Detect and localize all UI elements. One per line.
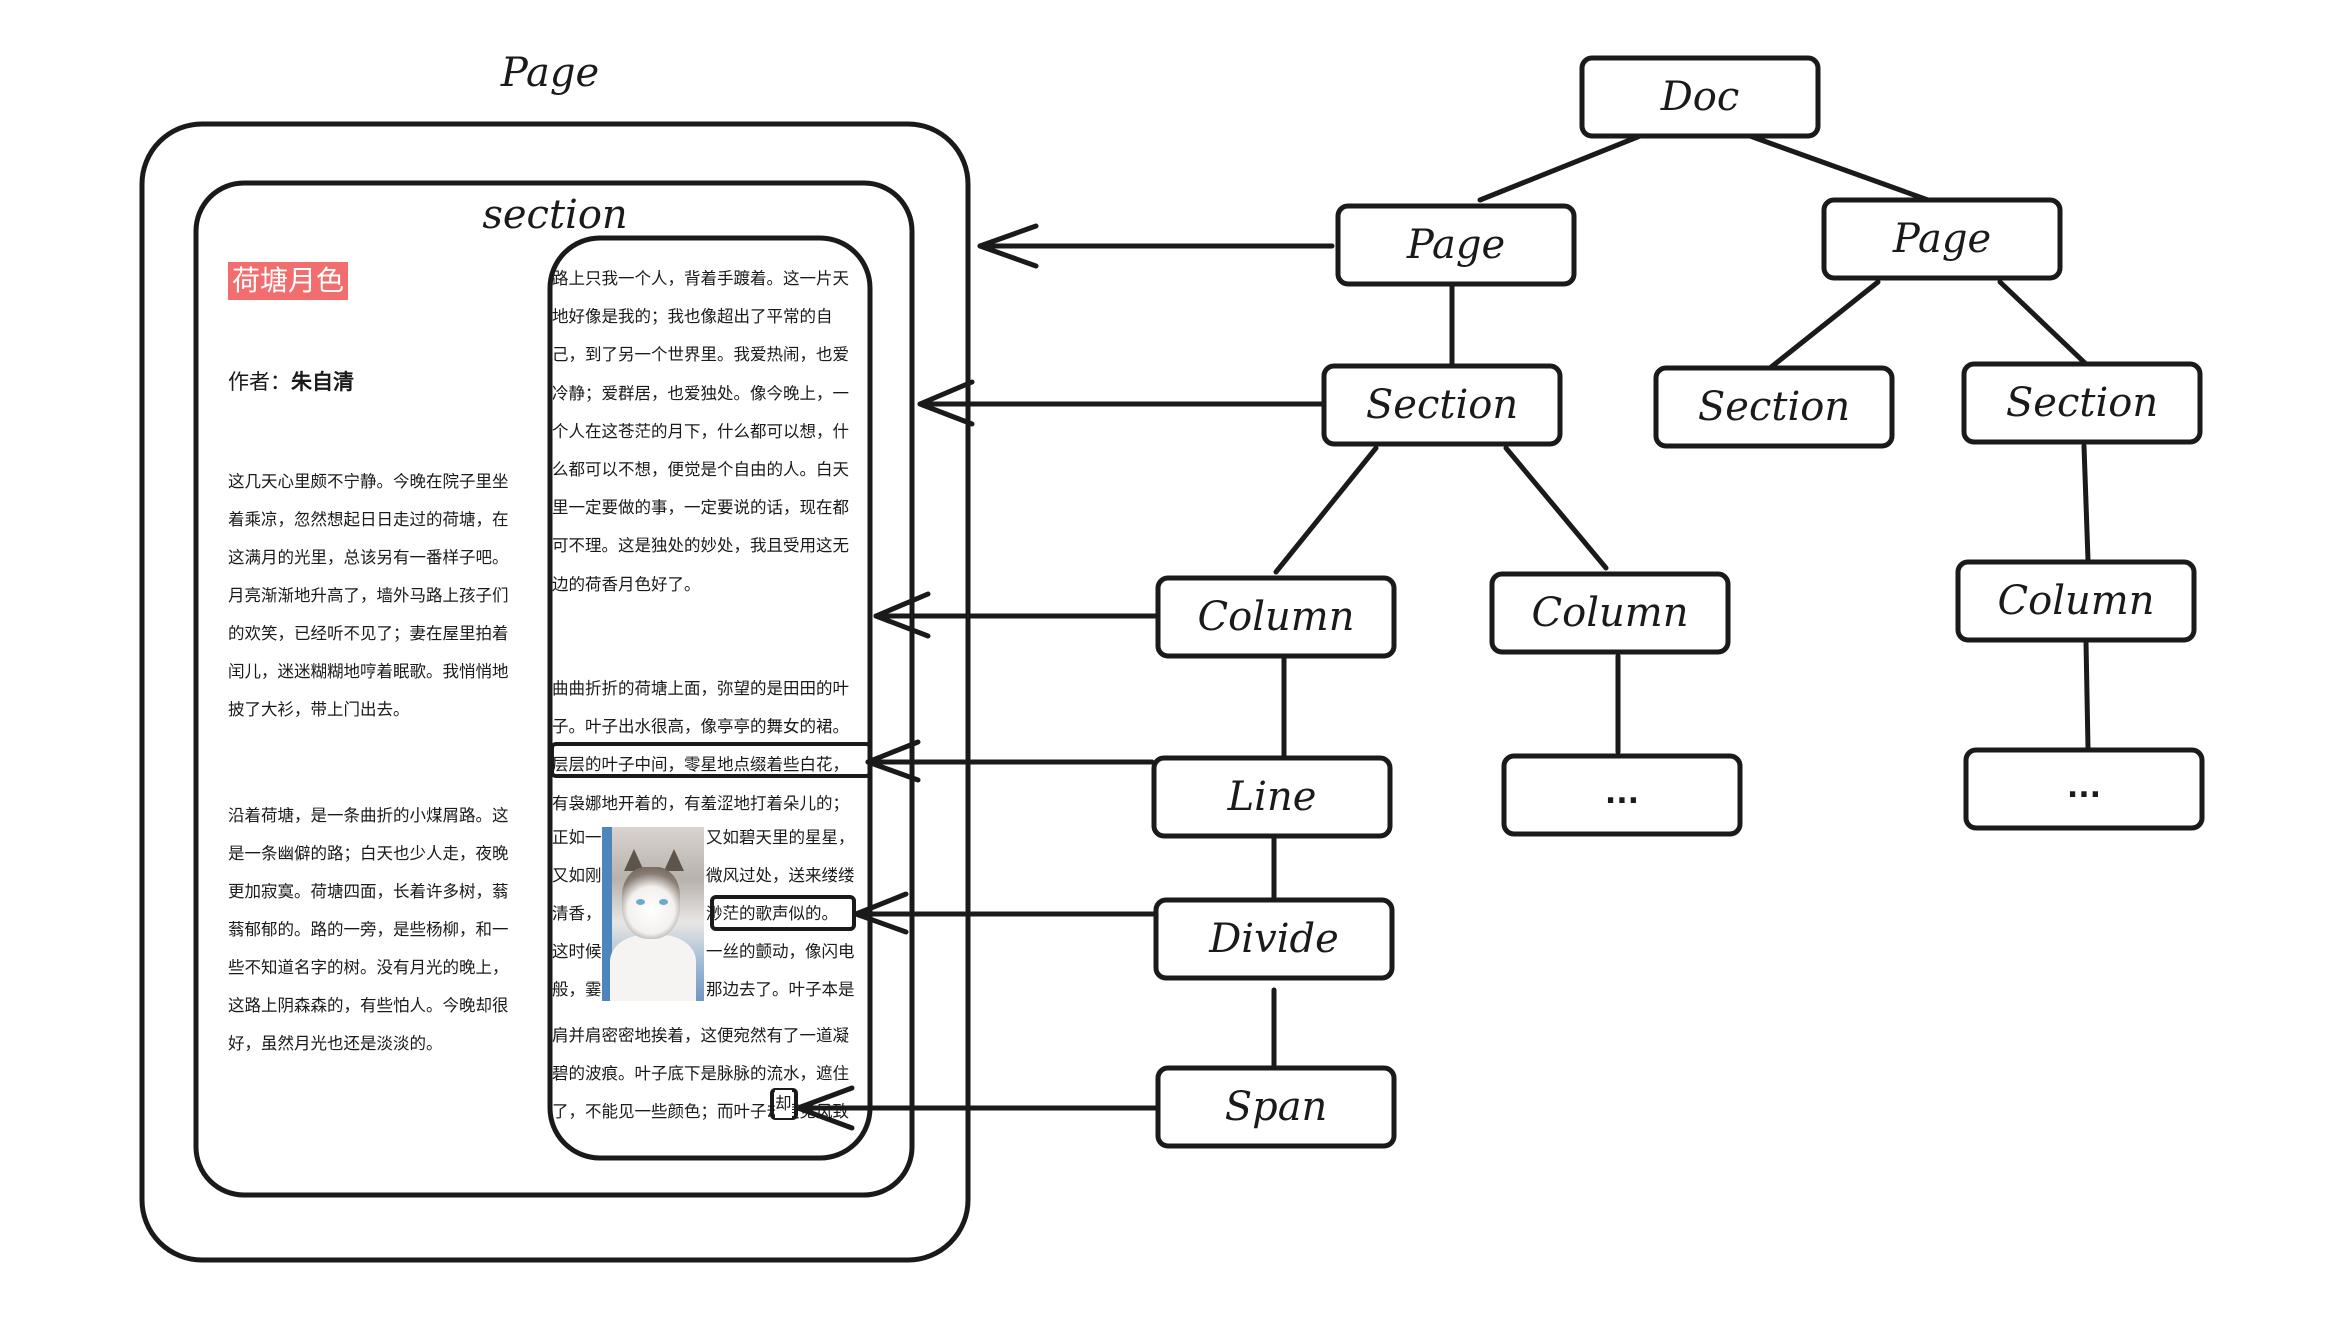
wrap-right-line: 那边去了。叶子本是 [706,980,855,999]
wrap-right-text: 又如碧天里的星星， 微风过处，送来缕缕 渺茫的歌声似的。 一丝的颤动，像闪电 那… [706,819,855,1009]
wrap-right-line: 一丝的颤动，像闪电 [706,942,855,961]
wrap-right-line: 又如碧天里的星星， [706,828,855,847]
author-name: 朱自清 [291,370,354,394]
text-line: 披了大衫，带上门出去。 [228,700,410,719]
section-c-node-box [1961,361,2203,445]
page-a-node: Page [1406,222,1506,268]
edge-column-c-ellipsis [2083,639,2091,751]
page-frame-title: Page [500,50,600,96]
edge-section-a-column-b [1503,445,1609,571]
edge-page-b-section-c [1997,279,2089,367]
text-line: 冷静；爱群居，也爱独处。像今晚上，一 [552,383,849,403]
doc-node-box [1579,55,1821,139]
edge-doc-page-b [1747,133,1931,203]
text-line: 了，不能见一些颜色；而叶子却更见风致 [552,1102,849,1122]
article-title: 荷塘月色 [228,262,349,300]
text-line: 着乘凉，忽然想起日日走过的荷塘，在 [228,510,509,529]
text-line: 是一条幽僻的路；白天也少人走，夜晚 [228,844,509,863]
span-char: 却 [775,1090,792,1118]
article-author: 作者：朱自清 [228,366,354,396]
ellipsis-a-node: ... [1604,776,1640,811]
text-line: 个人在这苍茫的月下，什么都可以想，什 [552,421,849,441]
ellipsis-b-node: ... [2066,770,2102,805]
span-node: Span [1224,1084,1328,1130]
wrap-left-line: 正如一 [552,828,602,847]
edge-doc-page-a [1477,133,1643,203]
text-line: 闰儿，迷迷糊糊地哼着眠歌。我悄悄地 [228,662,509,681]
wrap-left-line: 又如刚 [552,866,602,885]
text-line: 肩并肩密密地挨着，这便宛然有了一道凝 [552,1026,849,1045]
wrap-left-line: 清香， [552,904,602,923]
column-c-node: Column [1997,578,2155,624]
text-line: 子。叶子出水很高，像亭亭的舞女的裙。 [552,717,849,737]
page-a-node-box [1335,203,1577,287]
wrap-left-line: 般，霎 [552,980,602,999]
left-paragraph-1: 这几天心里颇不宁静。今晚在院子里坐 着乘凉，忽然想起日日走过的荷塘，在 这满月的… [228,463,509,729]
column-a-node: Column [1197,594,1355,640]
section-frame-title: section [482,192,628,238]
cat-image [602,827,704,1001]
right-paragraph-2: 曲曲折折的荷塘上面，弥望的是田田的叶 子。叶子出水很高，像亭亭的舞女的裙。 层层… [552,670,868,823]
section-a-node: Section [1365,382,1519,428]
wrap-right-line: 渺茫的歌声似的。 [706,904,838,923]
column-c-node-box [1955,559,2197,643]
text-line: 有袅娜地开着的，有羞涩地打着朵儿的； [552,793,849,813]
divide-node: Divide [1209,916,1339,962]
page-frame [139,121,971,1263]
text-line: 己，到了另一个世界里。我爱热闹，也爱 [552,345,849,365]
text-line: 碧的波痕。叶子底下是脉脉的流水，遮住 [552,1064,849,1084]
text-line: 蓊郁郁的。路的一旁，是些杨柳，和一 [228,920,509,939]
section-b-node: Section [1697,384,1851,430]
section-frame [193,180,915,1198]
right-paragraph-4: 肩并肩密密地挨着，这便宛然有了一道凝 碧的波痕。叶子底下是脉脉的流水，遮住 了，… [552,1017,868,1132]
highlighted-line: 层层的叶子中间，零星地点缀着些白花， [552,755,849,775]
line-node-box [1151,755,1393,839]
page-b-node: Page [1892,216,1992,262]
left-paragraph-2: 沿着荷塘，是一条曲折的小煤屑路。这 是一条幽僻的路；白天也少人走，夜晚 更加寂寞… [228,797,509,1063]
ellipsis-b-node-box [1963,747,2205,831]
ellipsis-a-node-box [1501,753,1743,837]
text-line: 的欢笑，已经听不见了；妻在屋里拍着 [228,624,509,643]
doc-node: Doc [1660,74,1740,120]
author-label: 作者： [228,370,291,394]
text-line: 可不理。这是独处的妙处，我且受用这无 [552,536,849,556]
text-line: 曲曲折折的荷塘上面，弥望的是田田的叶 [552,679,849,698]
text-line: 么都可以不想，便觉是个自由的人。白天 [552,460,849,480]
column-b-node: Column [1531,590,1689,636]
text-line: 边的荷香月色好了。 [552,574,701,594]
line-node: Line [1227,774,1317,820]
page-b-node-box [1821,197,2063,281]
text-line: 月亮渐渐地升高了，墙外马路上孩子们 [228,586,509,605]
right-paragraph-1: 路上只我一个人，背着手踱着。这一片天 地好像是我的；我也像超出了平常的自 己，到… [552,260,868,604]
column-b-node-box [1489,571,1731,655]
edge-section-c-column-c [2081,443,2091,563]
text-line: 好，虽然月光也还是淡淡的。 [228,1034,443,1053]
wrap-right-line: 微风过处，送来缕缕 [706,866,855,885]
wrap-left-line: 这时候 [552,942,602,961]
text-line: 地好像是我的；我也像超出了平常的自 [552,307,833,327]
text-line: 这路上阴森森的，有些怕人。今晚却很 [228,996,509,1015]
edge-page-b-section-b [1767,279,1881,371]
text-line: 路上只我一个人，背着手踱着。这一片天 [552,269,849,288]
column-frame [547,235,873,1161]
section-c-node: Section [2005,380,2159,426]
wrap-left-text: 正如一 又如刚 清香， 这时候 般，霎 [552,819,602,1009]
text-line: 这几天心里颇不宁静。今晚在院子里坐 [228,472,509,491]
text-line: 些不知道名字的树。没有月光的晚上， [228,958,509,977]
edge-section-a-column-a [1273,445,1379,575]
text-line: 更加寂寞。荷塘四面，长着许多树，蓊 [228,882,509,901]
text-line: 这满月的光里，总该另有一番样子吧。 [228,548,509,567]
text-line: 里一定要做的事，一定要说的话，现在都 [552,498,849,518]
text-line: 沿着荷塘，是一条曲折的小煤屑路。这 [228,806,509,825]
